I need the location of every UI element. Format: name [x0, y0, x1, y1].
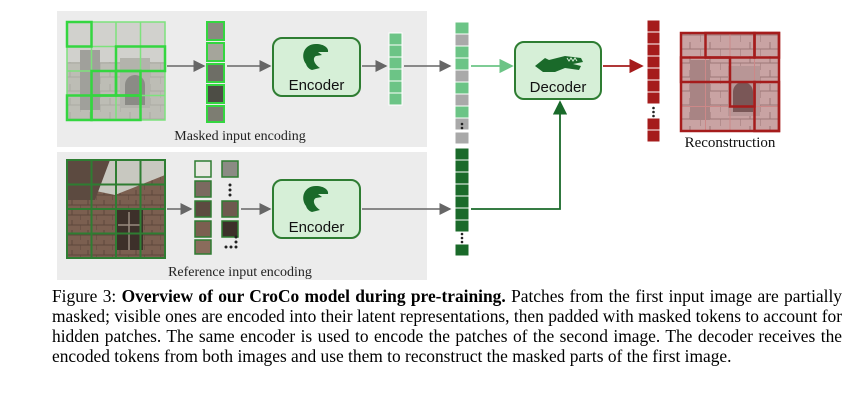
caption-body: Patches from the first input image are p… [52, 286, 842, 366]
reconstruction-image [679, 31, 781, 133]
caption-prefix: Figure 3: [52, 286, 122, 306]
crocodile-icon [535, 56, 583, 72]
padded-token-column [454, 21, 470, 257]
reference-panel-label: Reference input encoding [168, 265, 312, 280]
patch-ellipsis [224, 183, 238, 249]
encoder-label-top: Encoder [289, 77, 345, 94]
croc-head-icon [303, 44, 329, 70]
croc-head-icon [303, 186, 329, 212]
decoded-token-column [646, 19, 661, 143]
masked-input-image [65, 20, 167, 122]
masked-panel-label: Masked input encoding [174, 129, 305, 144]
encoder-label-bottom: Encoder [289, 219, 345, 236]
figure-caption: Figure 3: Overview of our CroCo model du… [52, 286, 842, 366]
reference-input-image [66, 159, 166, 259]
masked-patch-column [206, 21, 225, 123]
encoder-box-bottom: Encoder [272, 179, 361, 239]
encoder-box-top: Encoder [272, 37, 361, 97]
decoder-box: Decoder [514, 41, 602, 100]
encoded-tokens-top [388, 32, 403, 106]
croco-figure: Encoder [57, 11, 781, 280]
caption-title: Overview of our CroCo model during pre-t… [121, 286, 506, 306]
reconstruction-label: Reconstruction [685, 135, 776, 151]
decoder-label: Decoder [530, 79, 587, 96]
reference-patch-grid [194, 160, 239, 255]
